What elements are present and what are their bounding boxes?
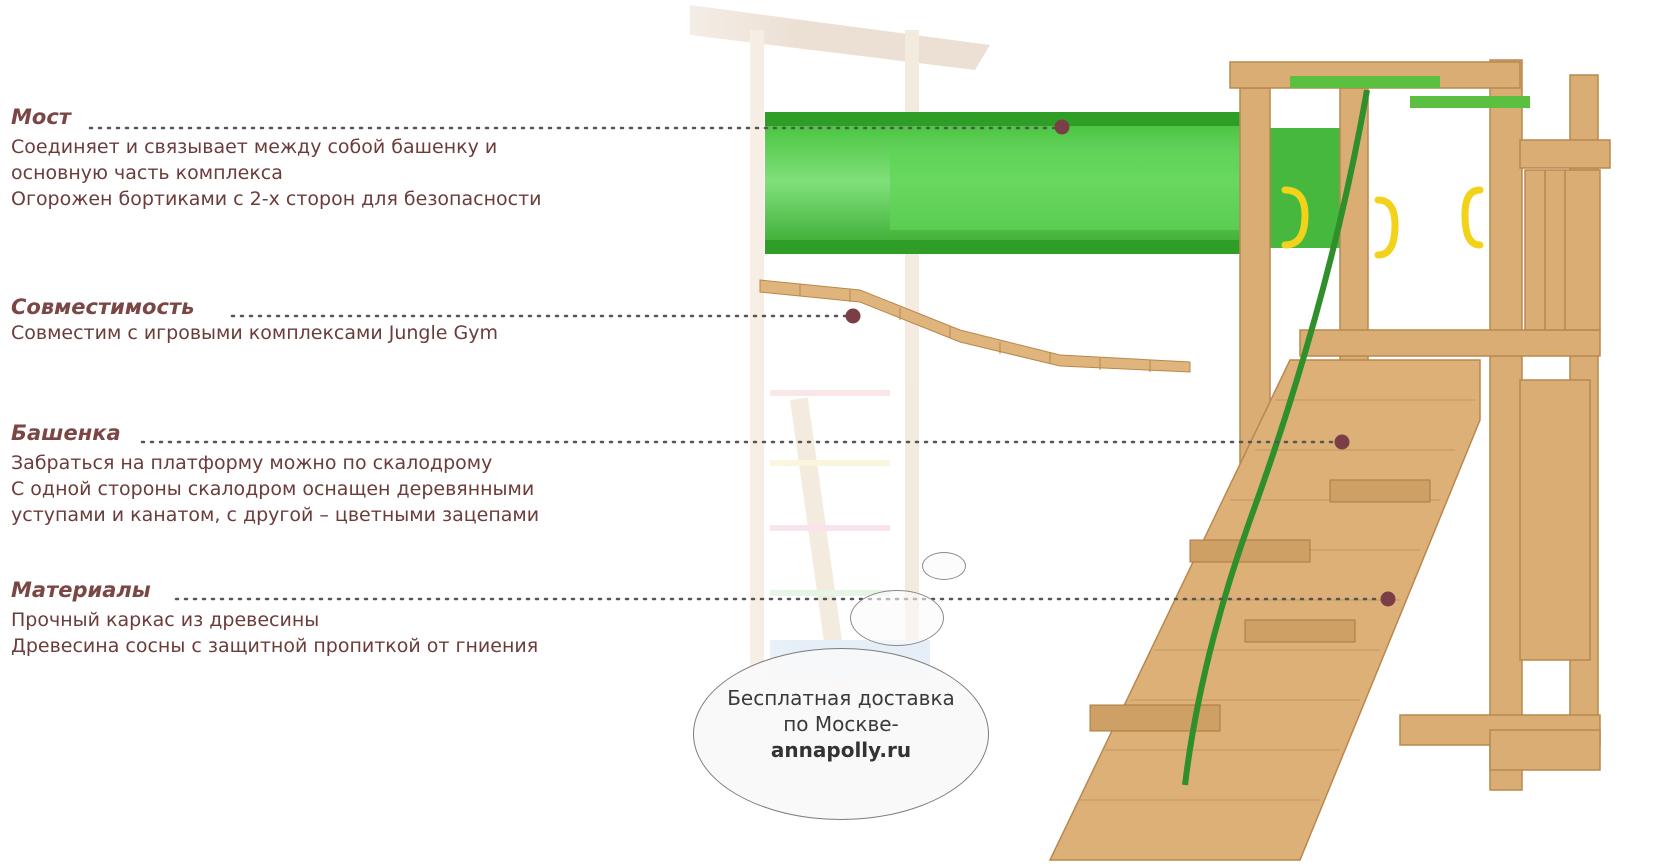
feature-text: Прочный каркас из древесины (11, 609, 320, 631)
feature-text: Соединяет и связывает между собой башенк… (11, 136, 498, 158)
feature-text: уступами и канатом, с другой – цветными … (11, 504, 540, 526)
feature-text: Совместим с игровыми комплексами Jungle … (11, 322, 498, 344)
thought-bubble-medium (850, 590, 944, 646)
handles (1281, 186, 1484, 259)
promo-line: по Москве- (783, 712, 899, 736)
promo-bubble: Бесплатная доставка по Москве- annapolly… (693, 648, 989, 820)
feature-tower: Башенка Забраться на платформу можно по … (11, 420, 651, 528)
thought-bubble-small (922, 552, 966, 580)
rope (1182, 89, 1370, 786)
feature-text: основную часть комплекса (11, 162, 283, 184)
feature-text: Древесина сосны с защитной пропиткой от … (11, 635, 539, 657)
leader-lines (88, 126, 1384, 601)
feature-text: Огорожен бортиками с 2-х сторон для безо… (11, 188, 542, 210)
leader-dots (845, 119, 1396, 607)
promo-site-link[interactable]: annapolly.ru (770, 738, 912, 762)
feature-title: Совместимость (11, 295, 195, 319)
feature-bridge: Мост Соединяет и связывает между собой б… (11, 104, 651, 212)
leader-dot-bridge (1054, 119, 1070, 135)
leader-dot-tower (1334, 434, 1350, 450)
leader-dot-compatibility (845, 308, 861, 324)
feature-title: Материалы (11, 578, 151, 602)
feature-text: Забраться на платформу можно по скалодро… (11, 452, 493, 474)
feature-title: Башенка (11, 421, 121, 445)
leader-dot-materials (1380, 591, 1396, 607)
bridge-tube (765, 112, 1340, 254)
climbing-ramp (1048, 359, 1481, 861)
feature-text: С одной стороны скалодром оснащен деревя… (11, 478, 535, 500)
top-bar-fittings (1290, 76, 1530, 108)
plank-bridge (759, 279, 1191, 373)
feature-materials: Материалы Прочный каркас из древесины Др… (11, 577, 651, 659)
feature-compatibility: Совместимость Совместим с игровыми компл… (11, 294, 651, 346)
promo-line: Бесплатная доставка (727, 686, 955, 710)
feature-title: Мост (11, 105, 71, 129)
